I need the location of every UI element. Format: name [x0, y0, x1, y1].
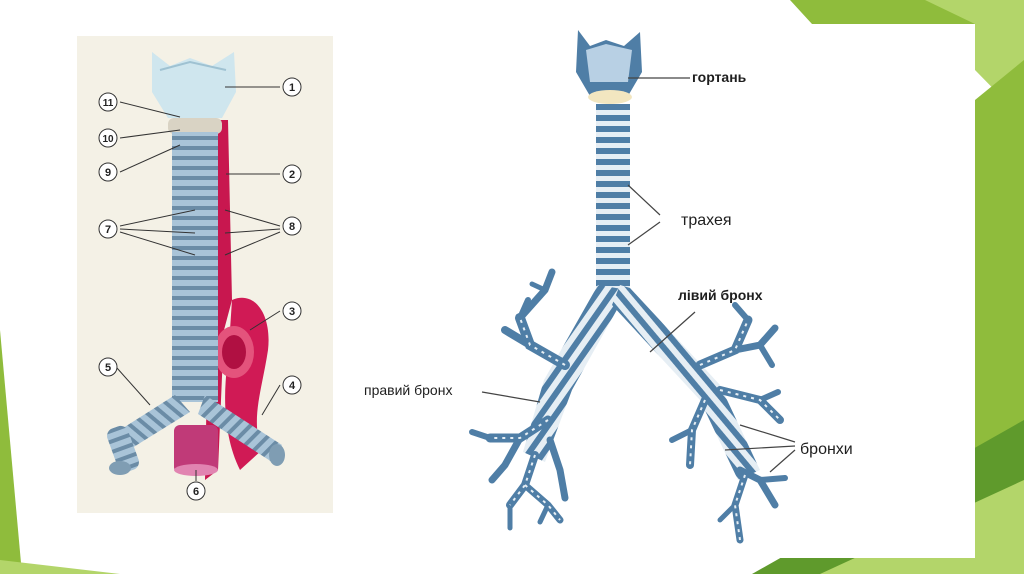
callout-2: 2: [282, 164, 302, 184]
right-leader-lines: [481, 77, 796, 473]
callout-4: 4: [282, 375, 302, 395]
callout-4-label: 4: [289, 380, 296, 392]
trachea-label: трахея: [681, 212, 732, 229]
thyroid-cartilage-ridge: [159, 60, 227, 71]
right-side-branch-rings: [490, 317, 566, 521]
callout-6-label: 6: [193, 486, 199, 498]
callout-2-label: 2: [289, 169, 295, 181]
left-trachea-figure: 1 2 3 4 5 6 7 8: [98, 52, 302, 501]
left-figure-left-bronchus: [198, 395, 282, 462]
bronchi-label: бронхи: [800, 441, 853, 458]
callout-11-label: 11: [103, 98, 114, 109]
larynx-label: гортань: [692, 69, 747, 85]
aorta-lumen-shape: [222, 335, 246, 369]
cricoid-cartilage-shape: [168, 118, 222, 134]
left-trachea-tube: [172, 132, 218, 402]
callout-8-label: 8: [289, 221, 295, 233]
left-figure-bronchus-stub: [107, 425, 139, 473]
callout-6: 6: [186, 481, 206, 501]
left-side-branch-rings: [689, 319, 781, 541]
callout-9-label: 9: [105, 167, 111, 179]
left-figure-right-bronchus: [120, 395, 190, 448]
right-bronchial-tree-figure: гортань трахея лівий бронх правий бронх …: [364, 30, 853, 544]
bottom-left-green-band: [0, 560, 120, 574]
trachealis-muscle-shape: [174, 425, 218, 473]
callout-3: 3: [282, 301, 302, 321]
callout-10: 10: [98, 128, 118, 148]
larynx-cricoid-shape: [588, 90, 632, 104]
left-figure-bronchus-end-right: [269, 444, 285, 466]
left-figure-bronchus-end: [109, 461, 131, 475]
callout-10-label: 10: [102, 134, 114, 145]
right-bronchus-label: правий бронх: [364, 382, 452, 398]
callout-1: 1: [282, 77, 302, 97]
left-bronchus-label: лівий бронх: [678, 287, 763, 303]
callout-11: 11: [98, 92, 118, 112]
callout-7: 7: [98, 219, 118, 239]
right-main-bronchus-shape: [523, 285, 628, 462]
left-edge-green-band: [0, 330, 22, 574]
callout-5: 5: [98, 357, 118, 377]
callout-1-label: 1: [289, 82, 295, 94]
callout-3-label: 3: [289, 306, 295, 318]
right-side-branches: [469, 268, 570, 531]
left-main-bronchus-shape: [612, 285, 760, 480]
callout-5-label: 5: [105, 362, 111, 374]
callout-9: 9: [98, 162, 118, 182]
callout-7-label: 7: [105, 224, 111, 236]
callout-8: 8: [282, 216, 302, 236]
left-callout-lines: [116, 86, 281, 481]
right-trachea-tube: [596, 104, 630, 289]
larynx-highlight: [586, 44, 632, 82]
